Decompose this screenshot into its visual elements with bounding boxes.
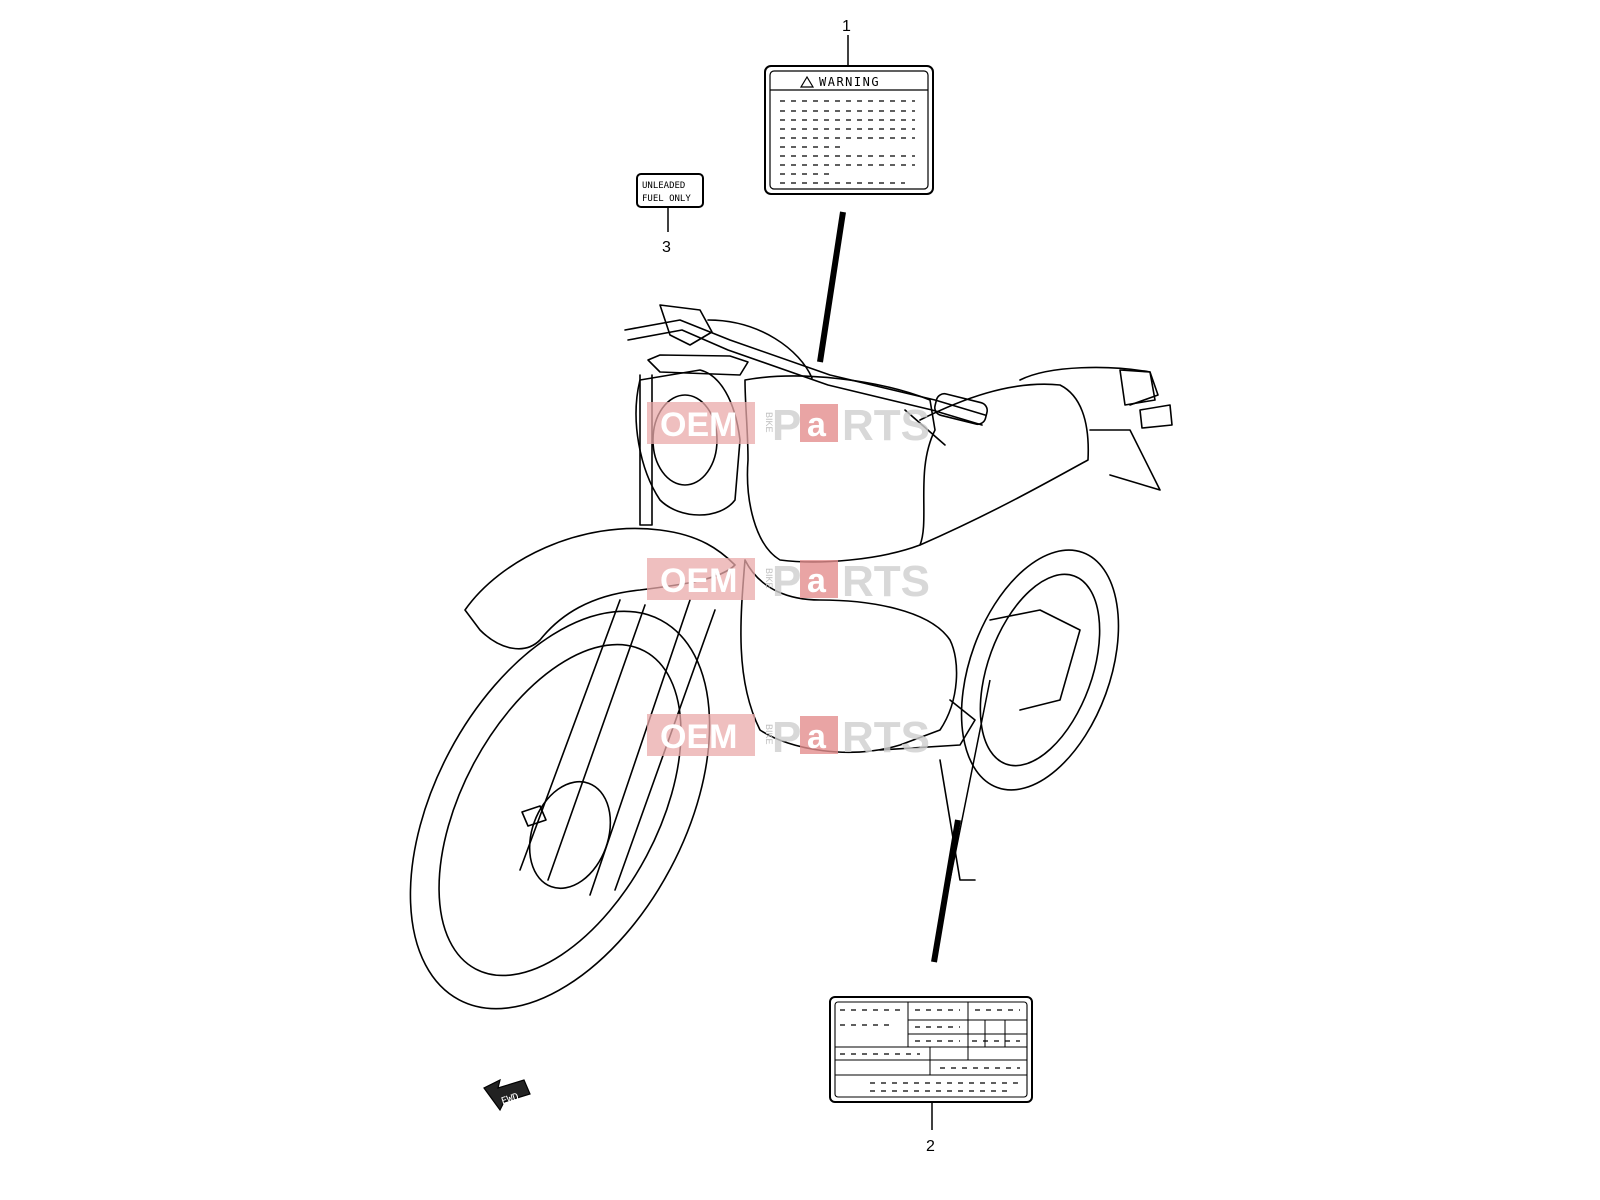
watermark-top-p: P (772, 401, 801, 450)
watermark-bottom-rts: RTS (842, 713, 930, 762)
headlight-guard-side (639, 374, 653, 526)
watermark-bottom-box (647, 714, 755, 756)
headlight-cowl (635, 369, 741, 516)
fork-right (589, 599, 691, 896)
turn-signal (1139, 404, 1173, 429)
warning-label-outer (764, 65, 934, 195)
callout-1-pointer (817, 211, 846, 363)
watermark-middle-oem: OEM (660, 562, 737, 600)
watermark-bottom-a: a (807, 718, 827, 756)
watermark-middle-a-box (800, 560, 838, 598)
cable (707, 319, 813, 379)
info-label-grid (835, 1002, 1027, 1076)
rear-seat-top (1019, 366, 1159, 406)
callout-2-number[interactable]: 2 (926, 1138, 935, 1155)
warning-label-inner (769, 70, 929, 190)
brake-lever (904, 409, 946, 446)
swingarm (989, 609, 1081, 711)
watermark-top-rts: RTS (842, 401, 930, 450)
info-label-text-marks (840, 1009, 1020, 1092)
engine (740, 559, 958, 753)
handlebar (624, 319, 986, 416)
watermark-bottom: OEM BIKE P a RTS (647, 713, 930, 762)
info-label-inner (834, 1001, 1028, 1098)
warning-triangle-icon (799, 75, 815, 88)
watermark-middle-rts: RTS (842, 557, 930, 606)
footpeg (879, 699, 976, 751)
rear-tire-outer (960, 549, 1120, 791)
handlebar-lower (627, 329, 983, 426)
fork-left (519, 599, 621, 871)
fuel-label-line2: FUEL ONLY (642, 194, 691, 204)
callout-3-number[interactable]: 3 (662, 239, 671, 256)
watermark-middle: OEM BIKE P a RTS (647, 557, 930, 606)
callout-1-number[interactable]: 1 (842, 18, 851, 35)
fork-left-inner (547, 604, 646, 881)
tail-light (1119, 369, 1156, 406)
axle-end (521, 805, 547, 827)
warning-label-text-lines (780, 100, 915, 184)
fwd-label: FWD (500, 1092, 521, 1108)
front-tire-inner (438, 643, 682, 977)
watermark-top-a: a (807, 406, 827, 444)
headlight-guard-top (647, 354, 749, 376)
side-stand (939, 759, 976, 881)
watermark-bottom-bike: BIKE (764, 724, 774, 745)
fwd-arrow-icon: FWD (483, 1078, 531, 1112)
warning-label[interactable]: WARNING (764, 65, 934, 195)
information-label[interactable] (829, 996, 1033, 1103)
warning-label-title: WARNING (819, 75, 880, 89)
fuel-tank (744, 375, 936, 563)
watermark-bottom-a-box (800, 716, 838, 754)
watermark-top: OEM BIKE P a RTS (647, 401, 930, 450)
rear-tire-inner (979, 573, 1101, 767)
watermark-top-a-box (800, 404, 838, 442)
callout-2-pointer (931, 819, 961, 963)
front-hub (528, 780, 612, 890)
watermark-middle-a: a (807, 562, 827, 600)
right-grip (934, 392, 988, 426)
watermark-top-oem: OEM (660, 406, 737, 444)
watermark-middle-box (647, 558, 755, 600)
motorcycle-drawing (409, 304, 1173, 1010)
fuel-label[interactable]: UNLEADED FUEL ONLY (636, 173, 704, 208)
watermark-middle-p: P (772, 557, 801, 606)
front-tire-outer (409, 610, 711, 1010)
info-label-outer (829, 996, 1033, 1103)
rear-fender (1089, 429, 1161, 491)
seat (919, 383, 1090, 546)
left-switch (659, 304, 713, 346)
watermark-top-bike: BIKE (764, 412, 774, 433)
watermark-middle-bike: BIKE (764, 568, 774, 589)
watermark-bottom-oem: OEM (660, 718, 737, 756)
fuel-label-line1: UNLEADED (642, 181, 685, 191)
watermark-top-box (647, 402, 755, 444)
fuel-label-border (636, 173, 704, 208)
watermark-bottom-p: P (772, 713, 801, 762)
